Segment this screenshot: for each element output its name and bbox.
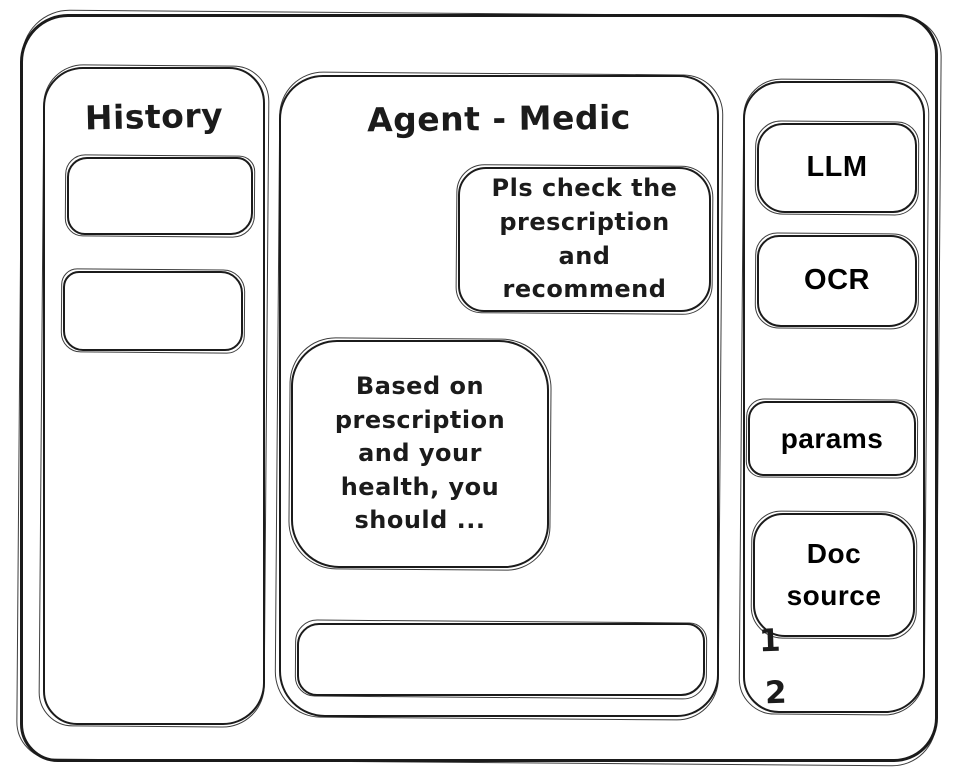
annotation-number-1: 1 [758,622,782,660]
assistant-message-bubble: Based on prescription and your health, y… [291,340,549,568]
ocr-button[interactable]: OCR [757,235,917,327]
doc-source-button[interactable]: Doc source [753,513,915,637]
annotation-number-2: 2 [764,674,788,712]
chat-title: Agent - Medic [366,97,632,140]
history-sidebar: History [43,67,265,725]
llm-button-label: LLM [806,151,868,184]
app-frame: History Agent - Medic Pls check the pres… [20,14,938,762]
history-title: History [84,95,224,138]
chat-input[interactable] [299,625,703,694]
history-item[interactable] [67,157,253,235]
assistant-message-text: Based on prescription and your health, y… [334,372,506,535]
user-message-bubble: Pls check the prescription and recommend [458,167,711,312]
params-button[interactable]: params [748,401,916,476]
chat-panel: Agent - Medic Pls check the prescription… [279,75,719,717]
ocr-button-label: OCR [804,264,870,297]
params-button-label: params [780,422,884,454]
tools-sidebar: LLM OCR params Doc source 1 2 [743,81,925,713]
user-message-text: Pls check the prescription and recommend [491,174,678,304]
chat-input-bar [297,623,705,696]
history-item[interactable] [63,271,243,351]
llm-button[interactable]: LLM [757,123,917,213]
doc-source-button-label: Doc source [786,538,882,611]
